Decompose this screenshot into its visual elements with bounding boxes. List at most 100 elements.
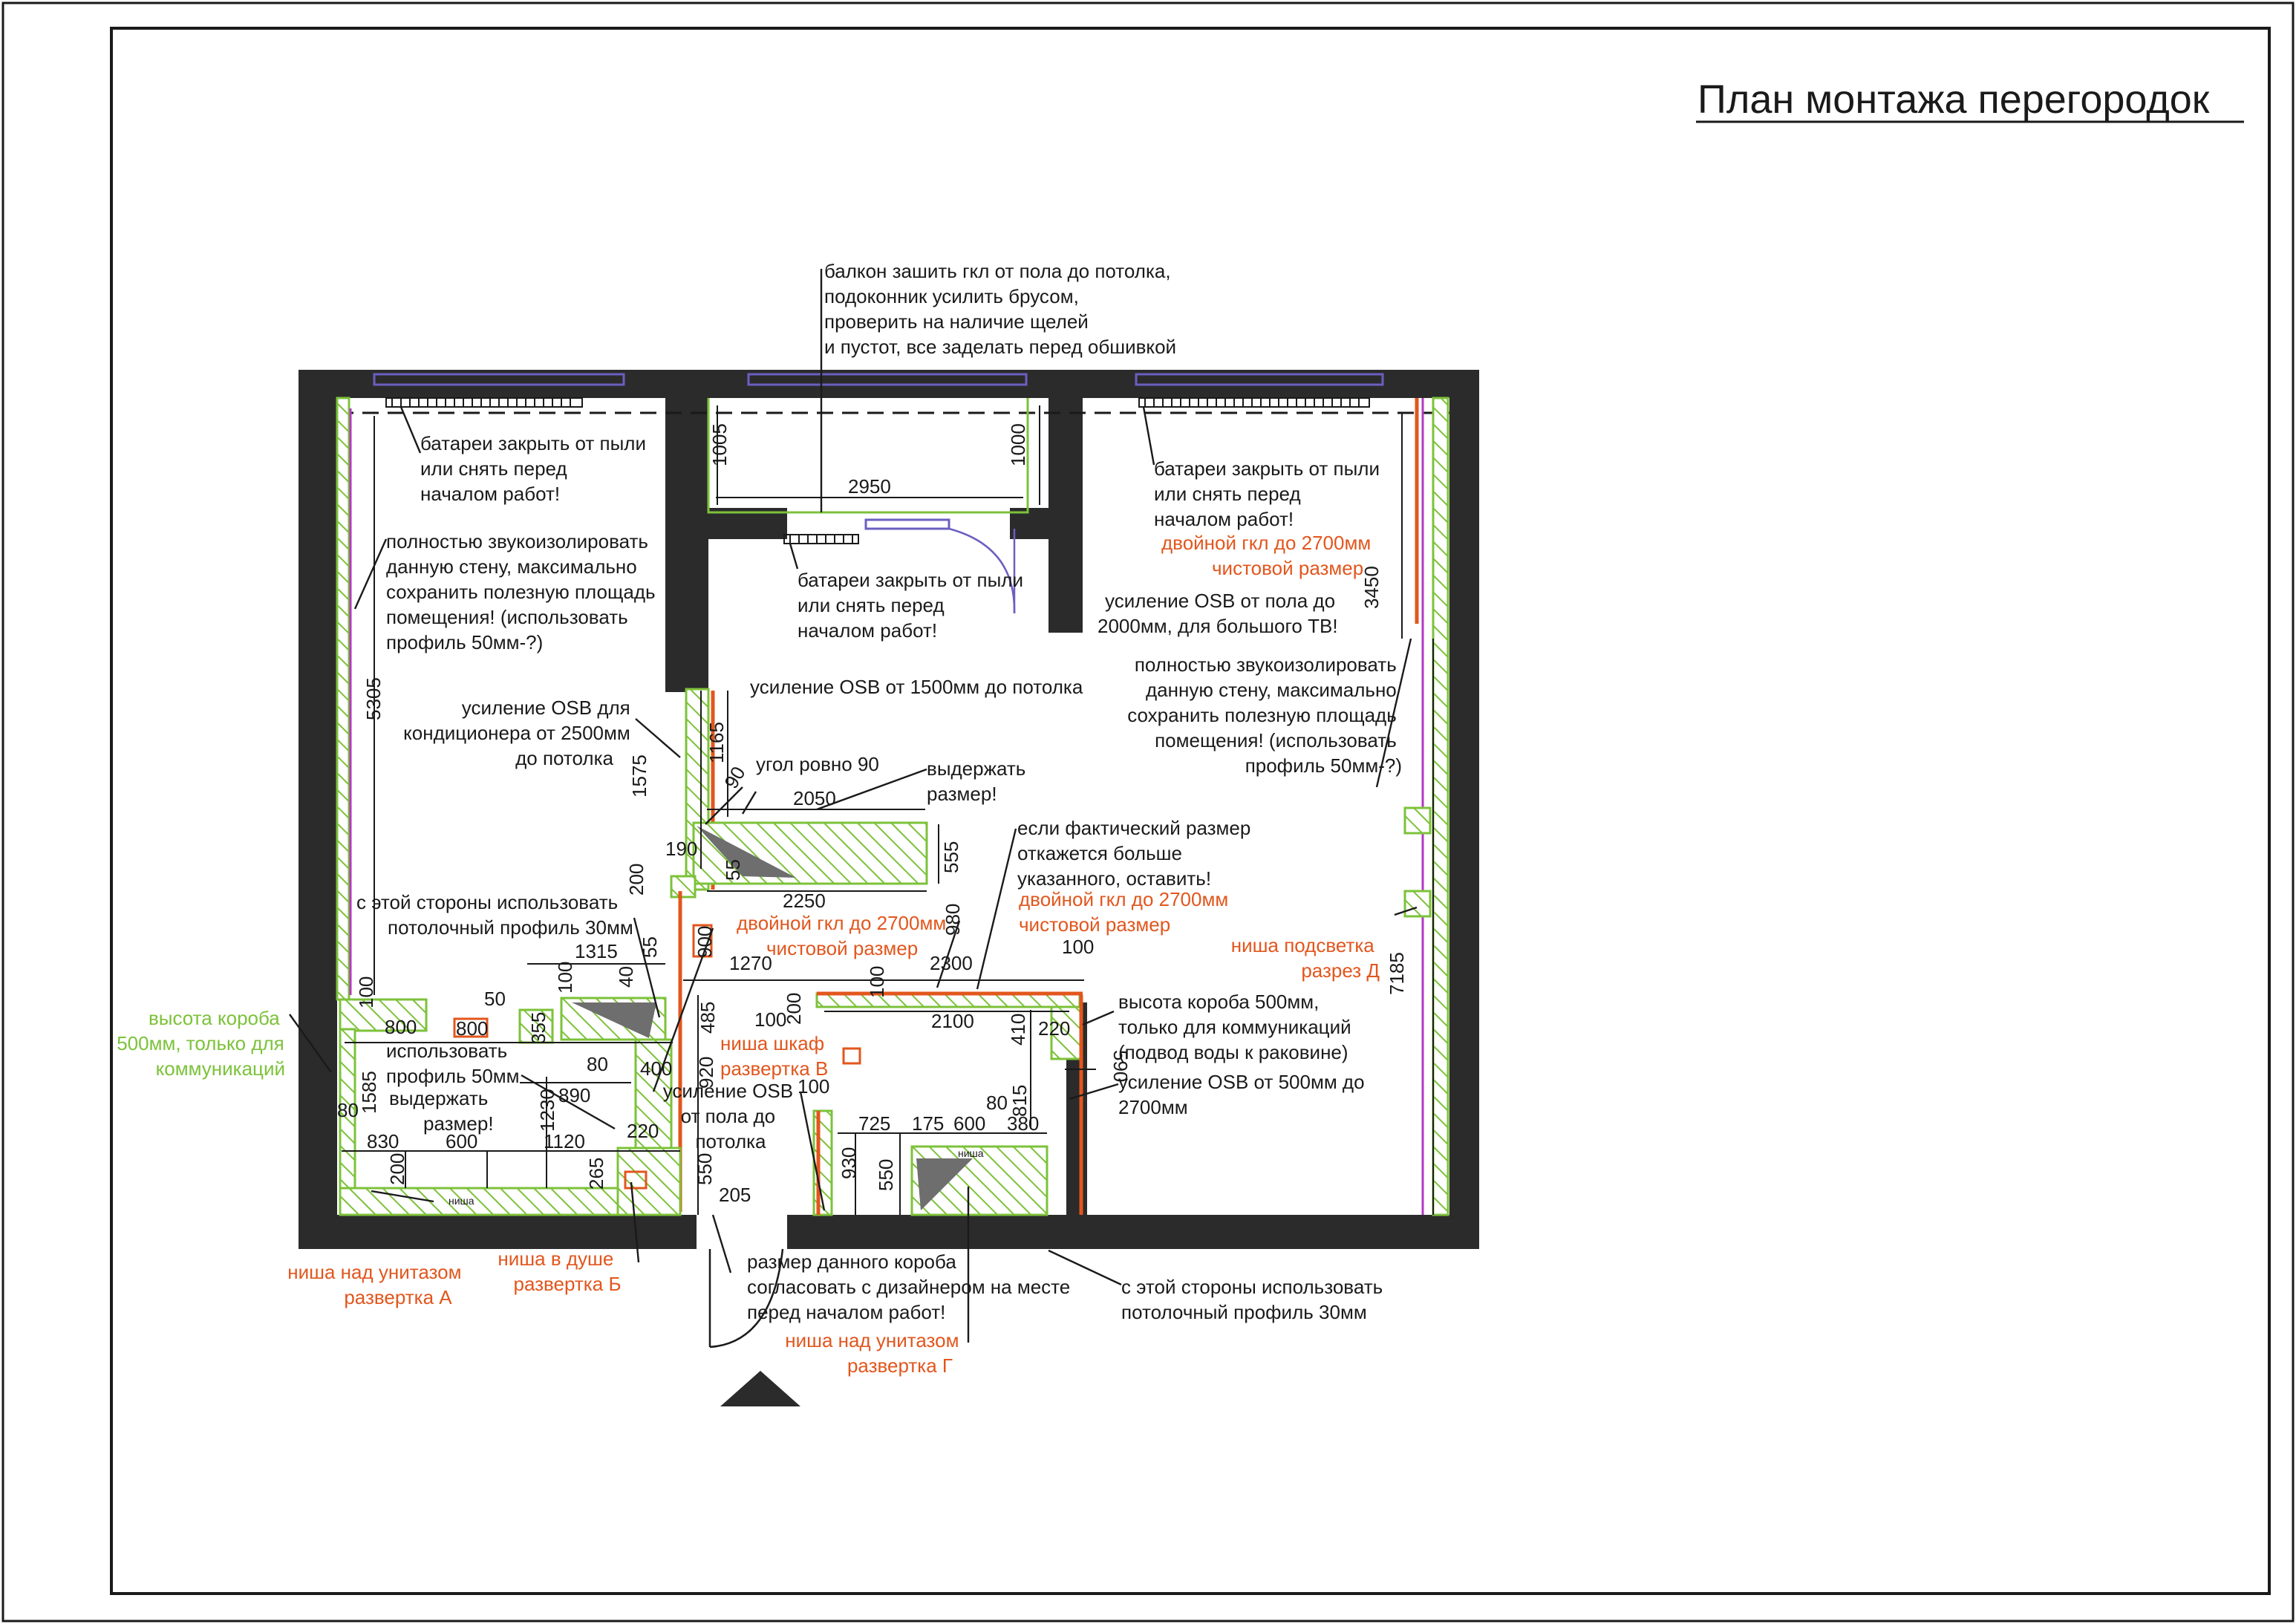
red-note-niche-shower-b: ниша в душе развертка Б <box>498 1248 621 1295</box>
dim-5305: 5305 <box>362 677 385 720</box>
page-title: План монтажа перегородок <box>1697 77 2210 122</box>
dim-175: 175 <box>912 1112 944 1135</box>
dim-1585: 1585 <box>358 1071 380 1114</box>
dim-100d: 100 <box>754 1008 786 1031</box>
dim-55a: 55 <box>722 859 744 881</box>
dim-2050: 2050 <box>793 787 836 809</box>
note-keep-size-bottom: выдержать размер! <box>389 1087 494 1135</box>
dim-100e: 100 <box>866 966 888 998</box>
note-box-height: высота короба 500мм, только для коммуник… <box>1118 991 1357 1063</box>
dim-100b: 100 <box>355 976 377 1008</box>
windows <box>373 373 1384 530</box>
dim-550a: 550 <box>694 1153 716 1185</box>
radiators <box>385 397 1370 544</box>
dim-400: 400 <box>640 1057 672 1080</box>
note-balcony: балкон зашить гкл от пола до потолка, по… <box>824 260 1176 358</box>
dim-220b: 220 <box>627 1120 659 1142</box>
dim-3450: 3450 <box>1360 566 1383 609</box>
dim-600b: 600 <box>953 1112 985 1135</box>
dim-2300: 2300 <box>930 952 973 974</box>
note-if-actual: если фактический размер откажется больше… <box>1017 817 1256 890</box>
note-ceiling-left: с этой стороны использовать потолочный п… <box>356 891 633 939</box>
dim-1230: 1230 <box>536 1089 558 1132</box>
dim-355: 355 <box>527 1012 549 1044</box>
note-soundproof-right: полностью звукоизолировать данную стену,… <box>1127 653 1402 777</box>
red-note-niche-light: ниша подсветка разрез Д <box>1231 934 1380 982</box>
note-battery-left: батареи закрыть от пыли или снять перед … <box>420 432 651 505</box>
note-osb-1500: усиление OSB от 1500мм до потолка <box>750 676 1083 698</box>
dim-50: 50 <box>484 988 506 1010</box>
dim-555: 555 <box>940 841 962 873</box>
dim-800a: 800 <box>385 1016 417 1038</box>
dim-900: 900 <box>694 926 716 958</box>
dim-590: 590 <box>1109 1050 1132 1082</box>
dim-220a: 220 <box>1038 1017 1070 1040</box>
green-note-box-height: высота короба 500мм, только для коммуник… <box>117 1007 290 1080</box>
dim-2100: 2100 <box>931 1010 974 1032</box>
dim-1165: 1165 <box>705 722 728 763</box>
dim-200b: 200 <box>783 993 805 1025</box>
walls <box>299 370 1479 1406</box>
note-ceiling-bottom: с этой стороны использовать потолочный п… <box>1121 1276 1388 1323</box>
niche-label-bath: ниша <box>449 1195 474 1207</box>
dim-80c: 80 <box>986 1092 1008 1114</box>
dim-550b: 550 <box>875 1159 897 1191</box>
red-note-double-gkl-left: двойной гкл до 2700мм чистовой размер <box>737 912 951 959</box>
dim-380: 380 <box>1007 1112 1039 1135</box>
red-note-niche-toilet-a: ниша над унитазом развертка А <box>287 1261 467 1308</box>
soundproof-walls <box>336 397 1449 1216</box>
dim-800b: 800 <box>456 1017 488 1040</box>
note-keep-size-top: выдержать размер! <box>927 757 1031 805</box>
entrance-door <box>708 1248 784 1349</box>
dim-1575: 1575 <box>628 754 650 798</box>
dim-1000: 1000 <box>1007 423 1029 466</box>
red-note-double-gkl-center: двойной гкл до 2700мм чистовой размер <box>1019 888 1233 936</box>
entrance-arrow <box>720 1371 800 1406</box>
note-angle: угол ровно 90 <box>756 753 879 775</box>
dim-815: 815 <box>1008 1085 1031 1117</box>
dim-265: 265 <box>585 1158 607 1190</box>
note-osb-ac: усиление OSB для кондиционера от 2500мм … <box>403 697 636 769</box>
dimension-labels: 1005 1000 2950 5305 3450 7185 1575 1165 … <box>337 423 1408 1206</box>
dim-40: 40 <box>615 966 637 988</box>
dim-1005: 1005 <box>708 423 731 466</box>
balcony-enclosure <box>707 398 1029 514</box>
niche-label-toilet: ниша <box>958 1147 984 1159</box>
dim-200a: 200 <box>625 864 648 896</box>
dim-410: 410 <box>1007 1014 1029 1046</box>
dim-920: 920 <box>695 1057 717 1089</box>
note-battery-right: батареи закрыть от пыли или снять перед … <box>1154 457 1385 530</box>
dim-100a: 100 <box>1062 936 1094 958</box>
dim-1120: 1120 <box>544 1130 585 1152</box>
red-note-niche-cabinet: ниша шкаф развертка В <box>720 1032 829 1080</box>
dim-1315: 1315 <box>575 940 618 962</box>
dim-830: 830 <box>367 1130 399 1152</box>
note-battery-center: батареи закрыть от пыли или снять перед … <box>798 569 1028 642</box>
dim-205: 205 <box>719 1184 751 1206</box>
note-osb-tv: усиление OSB от пола до 2000мм, для боль… <box>1098 590 1340 637</box>
dim-55b: 55 <box>639 936 661 958</box>
note-osb-500: усиление OSB от 500мм до 2700мм <box>1118 1071 1370 1118</box>
dim-90: 90 <box>720 763 749 792</box>
central-partitions <box>339 688 1432 1216</box>
dim-100c: 100 <box>554 962 576 994</box>
leader-lines <box>289 269 1418 1343</box>
note-osb-floor: усиление OSB от пола до потолка <box>663 1080 799 1152</box>
note-box-size: размер данного короба согласовать с диза… <box>747 1250 1075 1323</box>
note-use-profile: использовать профиль 50мм <box>386 1040 520 1087</box>
dim-190: 190 <box>665 838 697 860</box>
dim-80a: 80 <box>587 1053 608 1075</box>
dim-600a: 600 <box>446 1130 477 1152</box>
dim-980: 980 <box>942 904 964 936</box>
dim-725: 725 <box>858 1112 890 1135</box>
dim-100f: 100 <box>798 1075 829 1098</box>
dim-2950: 2950 <box>848 475 891 498</box>
dim-485: 485 <box>697 1002 719 1034</box>
drawing-frame <box>110 27 2271 1595</box>
dim-7185: 7185 <box>1386 952 1408 995</box>
dim-1270: 1270 <box>729 952 772 974</box>
dim-80b: 80 <box>337 1099 359 1121</box>
dim-2250: 2250 <box>783 890 826 912</box>
dim-200c: 200 <box>386 1153 408 1185</box>
